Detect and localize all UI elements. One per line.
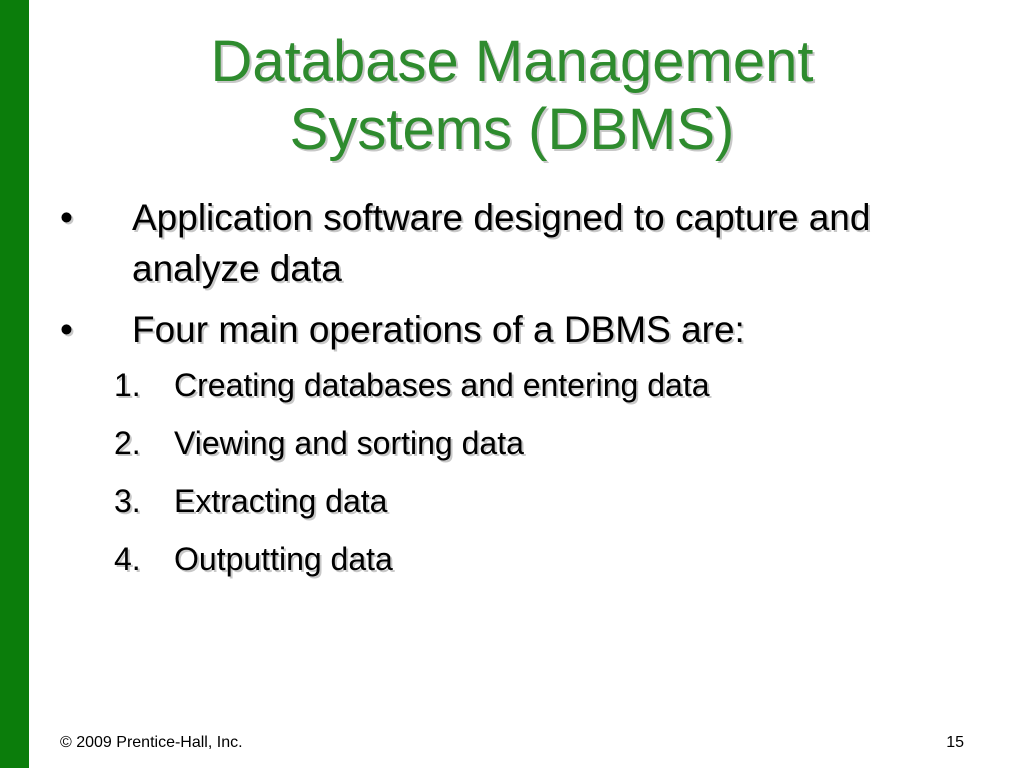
- operation-text: Outputting data: [174, 541, 393, 577]
- bullet-text: Application software designed to capture…: [132, 197, 871, 289]
- operation-number: 3.: [114, 483, 141, 519]
- side-accent-bar: [0, 0, 29, 768]
- operation-text: Viewing and sorting data: [174, 425, 524, 461]
- title-line-1: Database Management: [210, 29, 814, 94]
- slide-content: • Application software designed to captu…: [60, 192, 980, 597]
- operation-number: 1.: [114, 367, 141, 403]
- operation-text: Extracting data: [174, 483, 388, 519]
- operation-item-1: 1. Creating databases and entering data: [114, 365, 980, 405]
- operation-number: 4.: [114, 541, 141, 577]
- bullet-marker: •: [60, 197, 73, 238]
- slide-title: Database Management Systems (DBMS): [40, 28, 984, 164]
- bullet-text: Four main operations of a DBMS are:: [132, 309, 745, 350]
- operation-item-4: 4. Outputting data: [114, 539, 980, 579]
- footer-copyright: © 2009 Prentice-Hall, Inc.: [60, 734, 243, 751]
- slide-number: 15: [946, 734, 964, 751]
- bullet-item-2: • Four main operations of a DBMS are:: [60, 304, 980, 355]
- bullet-item-1: • Application software designed to captu…: [60, 192, 980, 294]
- title-line-2: Systems (DBMS): [289, 97, 735, 162]
- operation-item-3: 3. Extracting data: [114, 481, 980, 521]
- operation-number: 2.: [114, 425, 141, 461]
- operation-text: Creating databases and entering data: [174, 367, 710, 403]
- operation-item-2: 2. Viewing and sorting data: [114, 423, 980, 463]
- bullet-marker: •: [60, 309, 73, 350]
